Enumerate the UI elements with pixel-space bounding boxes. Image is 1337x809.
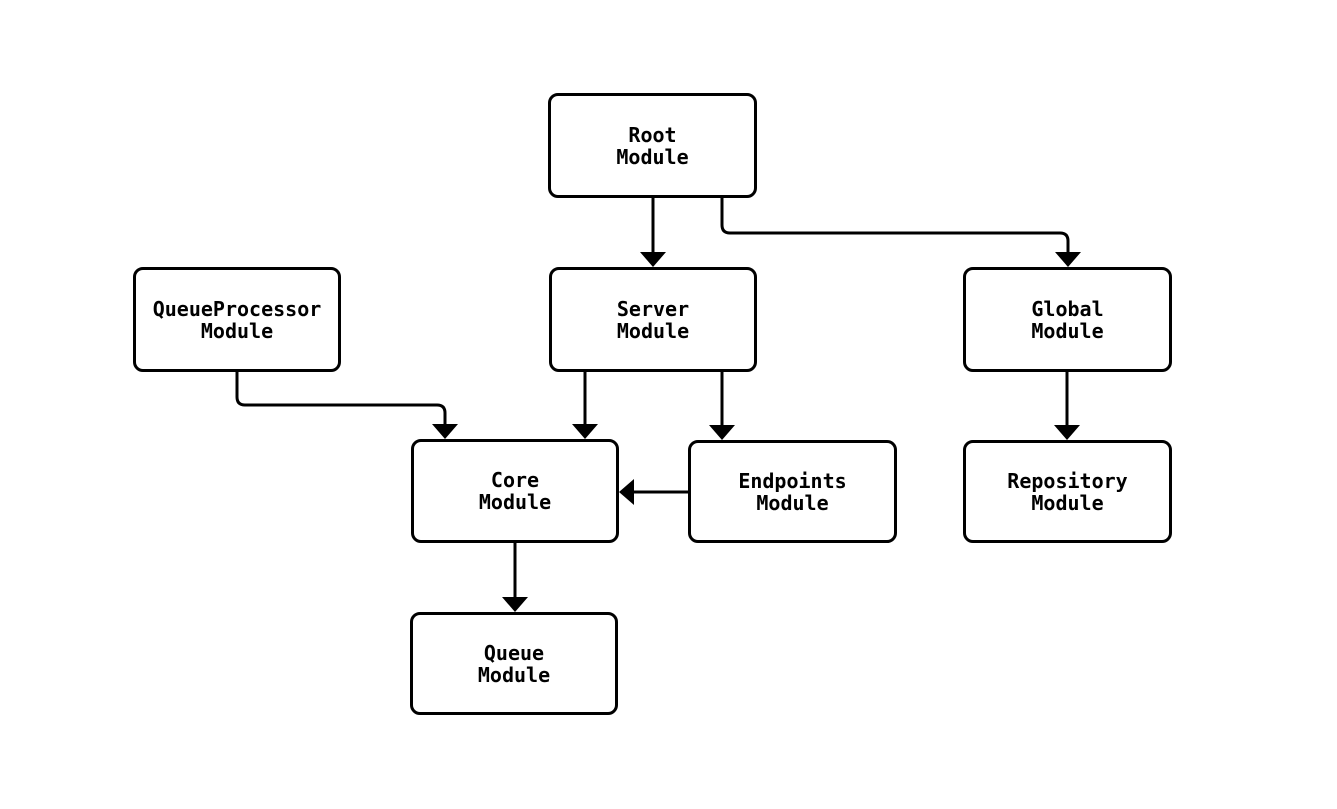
- node-label-line: Module: [756, 490, 829, 515]
- node-label-line: Endpoints: [738, 468, 847, 493]
- node-label-line: QueueProcessor: [152, 296, 322, 321]
- node-label-line: Core: [490, 468, 540, 492]
- node-label-line: Queue: [483, 640, 545, 665]
- arrowhead-global-repository: [1054, 425, 1080, 440]
- node-label-line: Module: [1031, 318, 1104, 343]
- node-label-line: Module: [616, 318, 690, 343]
- node-label-line: Root: [628, 122, 677, 147]
- node-label-line: Server: [616, 296, 690, 321]
- node-label-line: Module: [616, 144, 689, 169]
- arrowhead-server-core: [572, 424, 598, 439]
- arrowhead-server-endpoints: [709, 425, 735, 440]
- arrowhead-queueprocessor-core: [432, 424, 458, 439]
- node-label-line: Module: [200, 318, 274, 343]
- node-label-line: Module: [477, 662, 551, 687]
- node-label-line: Module: [1031, 490, 1104, 515]
- arrowhead-root-server: [640, 252, 666, 267]
- edge-root-global: [720, 198, 1070, 252]
- node-label-line: Module: [478, 490, 552, 514]
- node-label-line: Repository: [1007, 468, 1128, 493]
- arrowhead-endpoints-core: [619, 479, 634, 505]
- edge-queueprocessor-core: [235, 372, 447, 424]
- arrowhead-core-queue: [502, 597, 528, 612]
- arrowhead-root-global: [1055, 252, 1081, 267]
- node-label-line: Global: [1031, 296, 1104, 321]
